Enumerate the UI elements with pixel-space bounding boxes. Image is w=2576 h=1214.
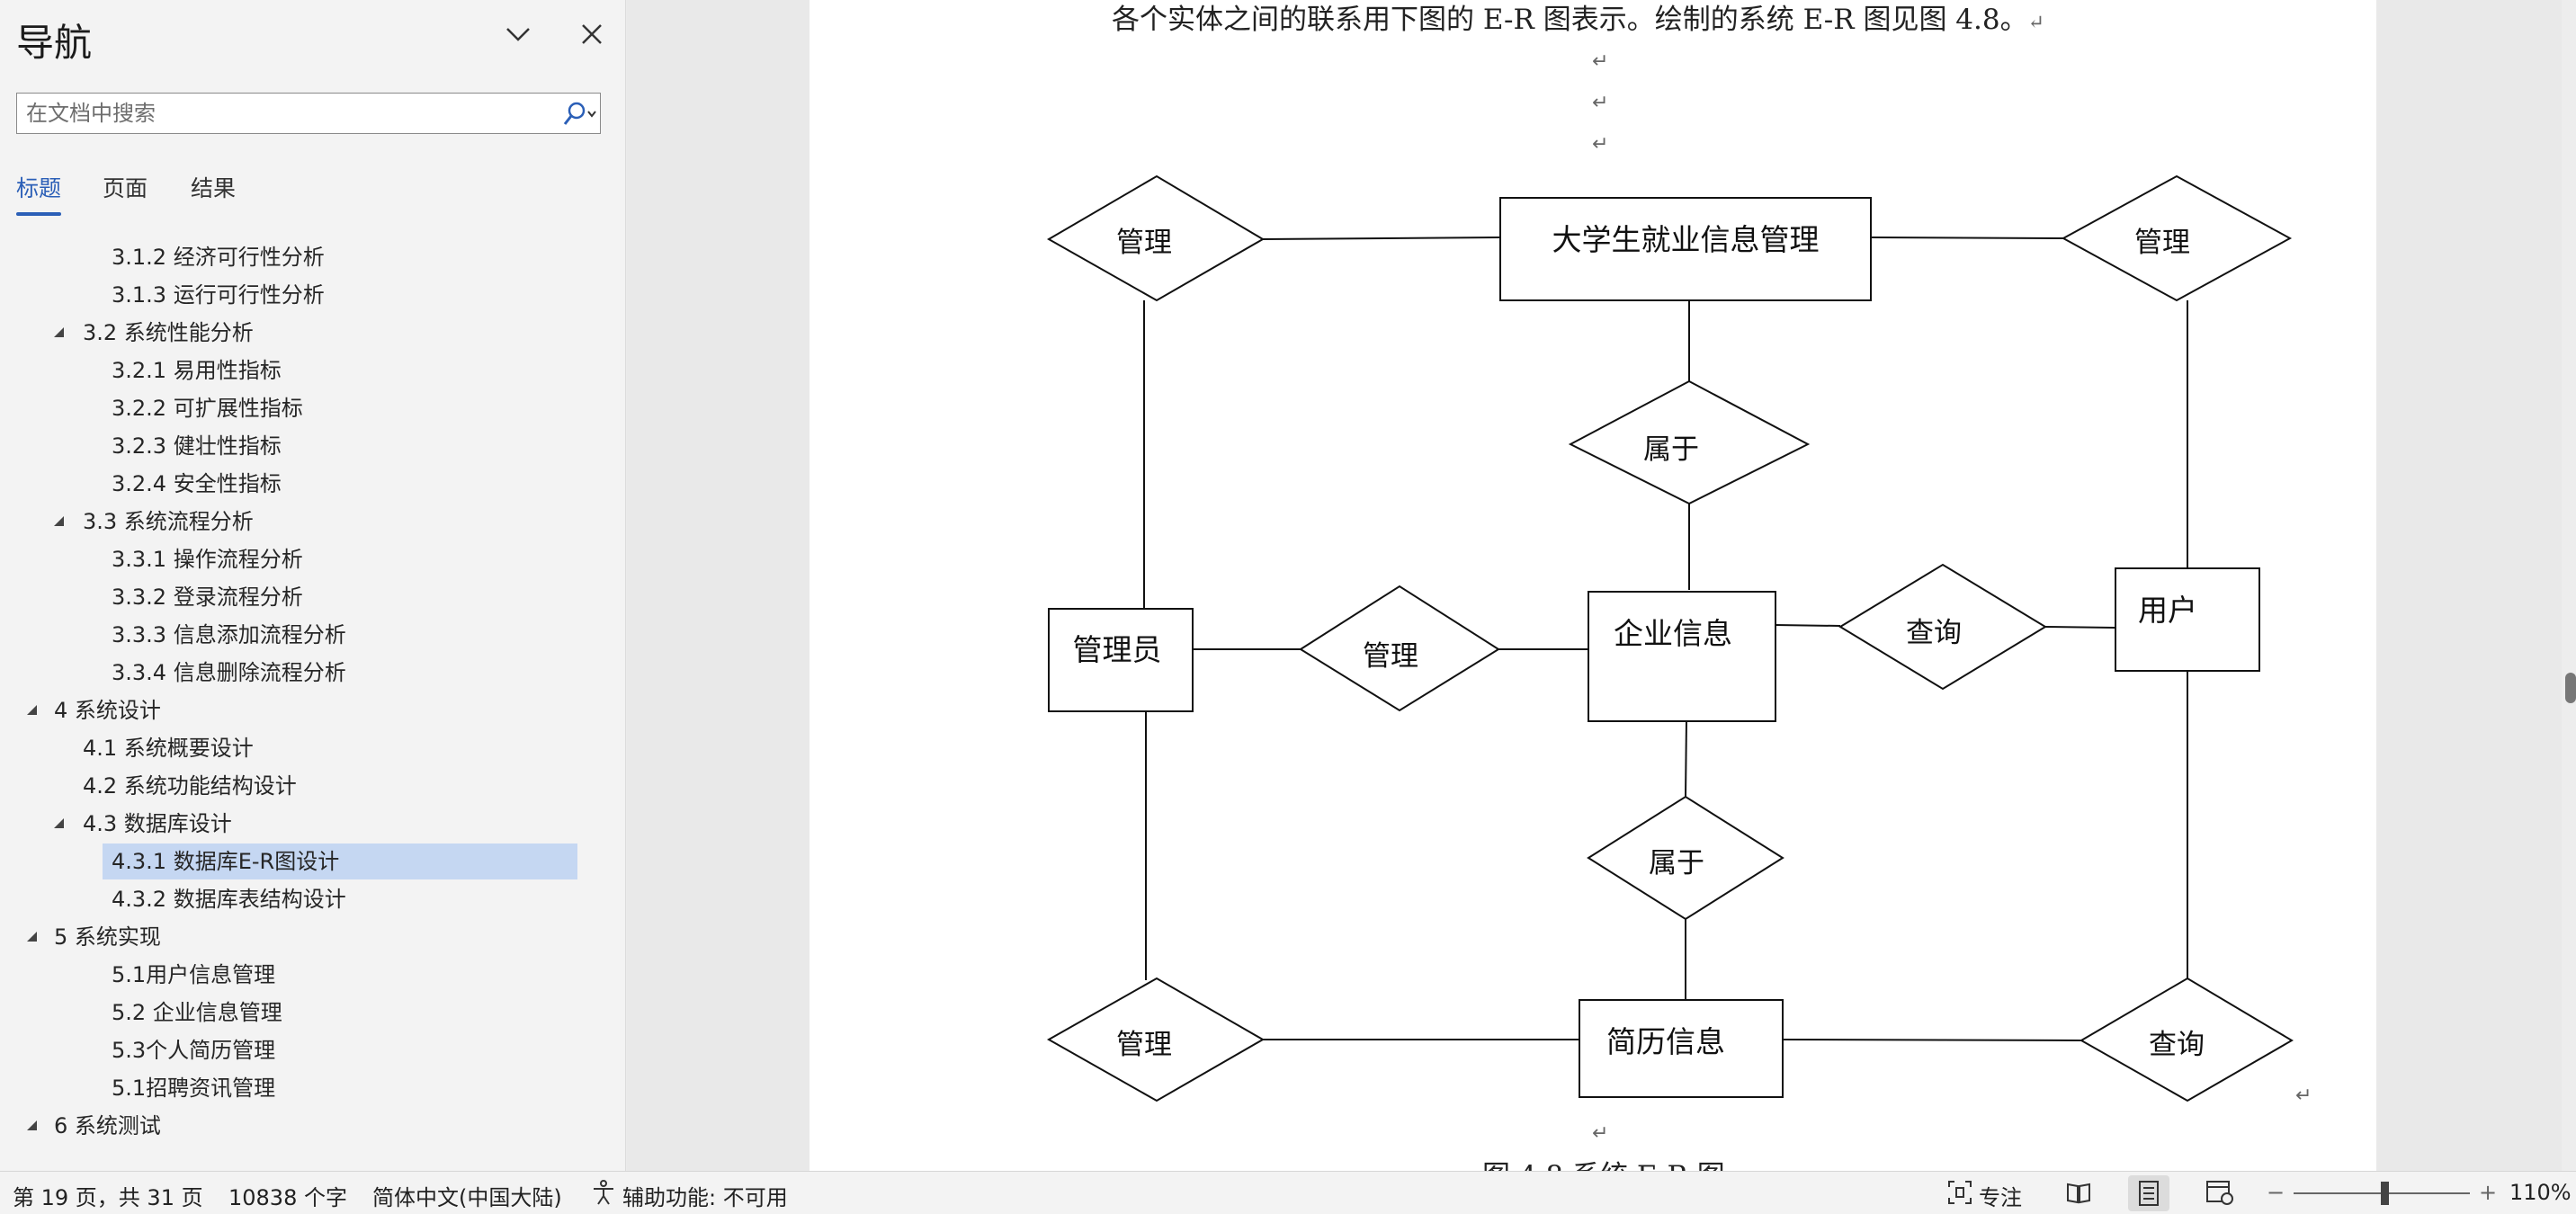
nav-heading-label: 3.2.1 易用性指标 bbox=[112, 358, 282, 383]
web-layout-icon[interactable] bbox=[2205, 1179, 2234, 1206]
tab-headings[interactable]: 标题 bbox=[16, 175, 62, 201]
nav-heading-label: 3.1.3 运行可行性分析 bbox=[112, 282, 325, 308]
focus-icon[interactable] bbox=[1946, 1179, 1973, 1206]
word-count[interactable]: 10838 个字 bbox=[228, 1185, 347, 1210]
nav-heading-item[interactable]: 3.3.4 信息删除流程分析 bbox=[0, 655, 594, 691]
nav-heading-label: 3.2 系统性能分析 bbox=[83, 320, 254, 345]
nav-heading-label: 4.3 数据库设计 bbox=[83, 811, 232, 836]
paragraph-mark: ↵ bbox=[2295, 1085, 2312, 1107]
nav-heading-item[interactable]: 3.3.3 信息添加流程分析 bbox=[0, 617, 594, 653]
close-icon bbox=[582, 24, 602, 44]
zoom-out-button[interactable]: − bbox=[2267, 1180, 2285, 1205]
nav-heading-label: 5.1用户信息管理 bbox=[112, 962, 276, 987]
nav-title: 导航 bbox=[16, 21, 93, 65]
focus-mode-button[interactable]: 专注 bbox=[1979, 1185, 2022, 1210]
paragraph-mark: ↵ bbox=[1592, 50, 1609, 73]
collapse-triangle-icon[interactable] bbox=[27, 1120, 37, 1130]
zoom-in-button[interactable]: + bbox=[2479, 1180, 2498, 1205]
chevron-down-icon bbox=[506, 28, 530, 41]
vertical-scrollbar[interactable] bbox=[2562, 0, 2576, 1171]
nav-heading-label: 6 系统测试 bbox=[54, 1113, 161, 1138]
nav-heading-label: 4.1 系统概要设计 bbox=[83, 736, 254, 761]
nav-heading-item[interactable]: 4.1 系统概要设计 bbox=[0, 730, 594, 766]
zoom-level[interactable]: 110% bbox=[2509, 1180, 2572, 1205]
paragraph-mark: ↵ bbox=[1592, 1122, 1609, 1145]
nav-heading-item[interactable]: 4 系统设计 bbox=[0, 692, 594, 728]
active-tab-indicator bbox=[16, 212, 61, 216]
nav-heading-item[interactable]: 3.3 系统流程分析 bbox=[0, 504, 594, 540]
page-count[interactable]: 第 19 页，共 31 页 bbox=[13, 1185, 203, 1210]
nav-heading-item[interactable]: 3.2.2 可扩展性指标 bbox=[0, 390, 594, 426]
nav-heading-item[interactable]: 3.1.3 运行可行性分析 bbox=[0, 277, 594, 313]
nav-options-button[interactable] bbox=[500, 16, 536, 52]
nav-heading-label: 3.3.4 信息删除流程分析 bbox=[112, 660, 346, 685]
collapse-triangle-icon[interactable] bbox=[54, 327, 64, 337]
nav-heading-item[interactable]: 3.3.2 登录流程分析 bbox=[0, 579, 594, 615]
print-layout-icon bbox=[2139, 1181, 2159, 1206]
read-mode-icon[interactable] bbox=[2065, 1179, 2092, 1206]
accessibility-icon[interactable] bbox=[590, 1179, 617, 1206]
nav-heading-item[interactable]: 5.1用户信息管理 bbox=[0, 957, 594, 993]
nav-heading-item[interactable]: 5.3个人简历管理 bbox=[0, 1032, 594, 1068]
nav-heading-label: 5.3个人简历管理 bbox=[112, 1038, 276, 1063]
heading-list: 3.1.2 经济可行性分析 3.1.3 运行可行性分析 3.2 系统性能分析 3.2.… bbox=[0, 236, 626, 1160]
nav-heading-item[interactable]: 4.3.1 数据库E-R图设计 bbox=[103, 844, 577, 879]
language-indicator[interactable]: 简体中文(中国大陆) bbox=[372, 1185, 562, 1210]
nav-heading-item[interactable]: 5.2 企业信息管理 bbox=[0, 995, 594, 1031]
collapse-triangle-icon[interactable] bbox=[54, 516, 64, 526]
accessibility-status[interactable]: 辅助功能: 不可用 bbox=[622, 1185, 788, 1210]
nav-heading-label: 5.2 企业信息管理 bbox=[112, 1000, 282, 1025]
nav-heading-item[interactable]: 3.2.3 健壮性指标 bbox=[0, 428, 594, 464]
search-input[interactable] bbox=[26, 94, 548, 133]
document-intro-line: 各个实体之间的联系用下图的 E-R 图表示。绘制的系统 E-R 图见图 4.8。… bbox=[1112, 0, 2044, 37]
document-page[interactable] bbox=[809, 0, 2376, 1171]
nav-heading-item[interactable]: 4.3.2 数据库表结构设计 bbox=[0, 881, 594, 917]
intro-text: 各个实体之间的联系用下图的 E-R 图表示。绘制的系统 E-R 图见图 4.8。 bbox=[1112, 4, 2028, 36]
scrollbar-thumb[interactable] bbox=[2565, 673, 2576, 703]
search-icon[interactable] bbox=[562, 101, 598, 128]
nav-heading-item[interactable]: 3.2.1 易用性指标 bbox=[0, 353, 594, 388]
tab-pages[interactable]: 页面 bbox=[103, 175, 148, 201]
print-layout-button[interactable] bbox=[2128, 1175, 2169, 1211]
nav-heading-label: 3.2.4 安全性指标 bbox=[112, 471, 282, 496]
search-box[interactable] bbox=[16, 93, 601, 134]
paragraph-mark: ↵ bbox=[2027, 12, 2045, 34]
collapse-triangle-icon[interactable] bbox=[27, 705, 37, 715]
nav-heading-item[interactable]: 4.3 数据库设计 bbox=[0, 806, 594, 842]
nav-close-button[interactable] bbox=[574, 16, 610, 52]
nav-heading-label: 5 系统实现 bbox=[54, 924, 161, 950]
nav-heading-label: 3.3.3 信息添加流程分析 bbox=[112, 622, 346, 647]
paragraph-mark: ↵ bbox=[1592, 92, 1609, 114]
nav-heading-item[interactable]: 4.2 系统功能结构设计 bbox=[0, 768, 594, 804]
collapse-triangle-icon[interactable] bbox=[54, 818, 64, 828]
nav-heading-label: 5.1招聘资讯管理 bbox=[112, 1076, 276, 1101]
nav-heading-item[interactable]: 5 系统实现 bbox=[0, 919, 594, 955]
nav-heading-item-partial[interactable] bbox=[0, 1146, 594, 1158]
collapse-triangle-icon[interactable] bbox=[27, 932, 37, 942]
tab-results[interactable]: 结果 bbox=[191, 175, 237, 201]
nav-heading-label: 3.3 系统流程分析 bbox=[83, 509, 254, 534]
nav-heading-item[interactable]: 3.2.4 安全性指标 bbox=[0, 466, 594, 502]
nav-heading-item[interactable]: 5.1招聘资讯管理 bbox=[0, 1070, 594, 1106]
nav-heading-item[interactable]: 6 系统测试 bbox=[0, 1108, 594, 1144]
nav-heading-label: 4.3.1 数据库E-R图设计 bbox=[112, 849, 340, 874]
nav-heading-item[interactable]: 3.3.1 操作流程分析 bbox=[0, 541, 594, 577]
nav-heading-label: 3.3.1 操作流程分析 bbox=[112, 547, 303, 572]
nav-heading-label: 4.2 系统功能结构设计 bbox=[83, 773, 297, 799]
nav-heading-item[interactable]: 3.1.2 经济可行性分析 bbox=[0, 239, 594, 275]
nav-heading-label: 3.3.2 登录流程分析 bbox=[112, 585, 303, 610]
paragraph-mark: ↵ bbox=[1592, 133, 1609, 156]
nav-heading-label: 3.2.3 健壮性指标 bbox=[112, 433, 282, 459]
nav-heading-item[interactable]: 3.2 系统性能分析 bbox=[0, 315, 594, 351]
nav-heading-label: 4 系统设计 bbox=[54, 698, 161, 723]
nav-heading-label: 3.2.2 可扩展性指标 bbox=[112, 396, 303, 421]
nav-heading-label: 4.3.2 数据库表结构设计 bbox=[112, 887, 346, 912]
nav-heading-label: 3.1.2 经济可行性分析 bbox=[112, 245, 325, 270]
zoom-slider-thumb[interactable] bbox=[2381, 1182, 2389, 1205]
status-bar: 第 19 页，共 31 页 10838 个字 简体中文(中国大陆) 辅助功能: … bbox=[0, 1171, 2576, 1214]
